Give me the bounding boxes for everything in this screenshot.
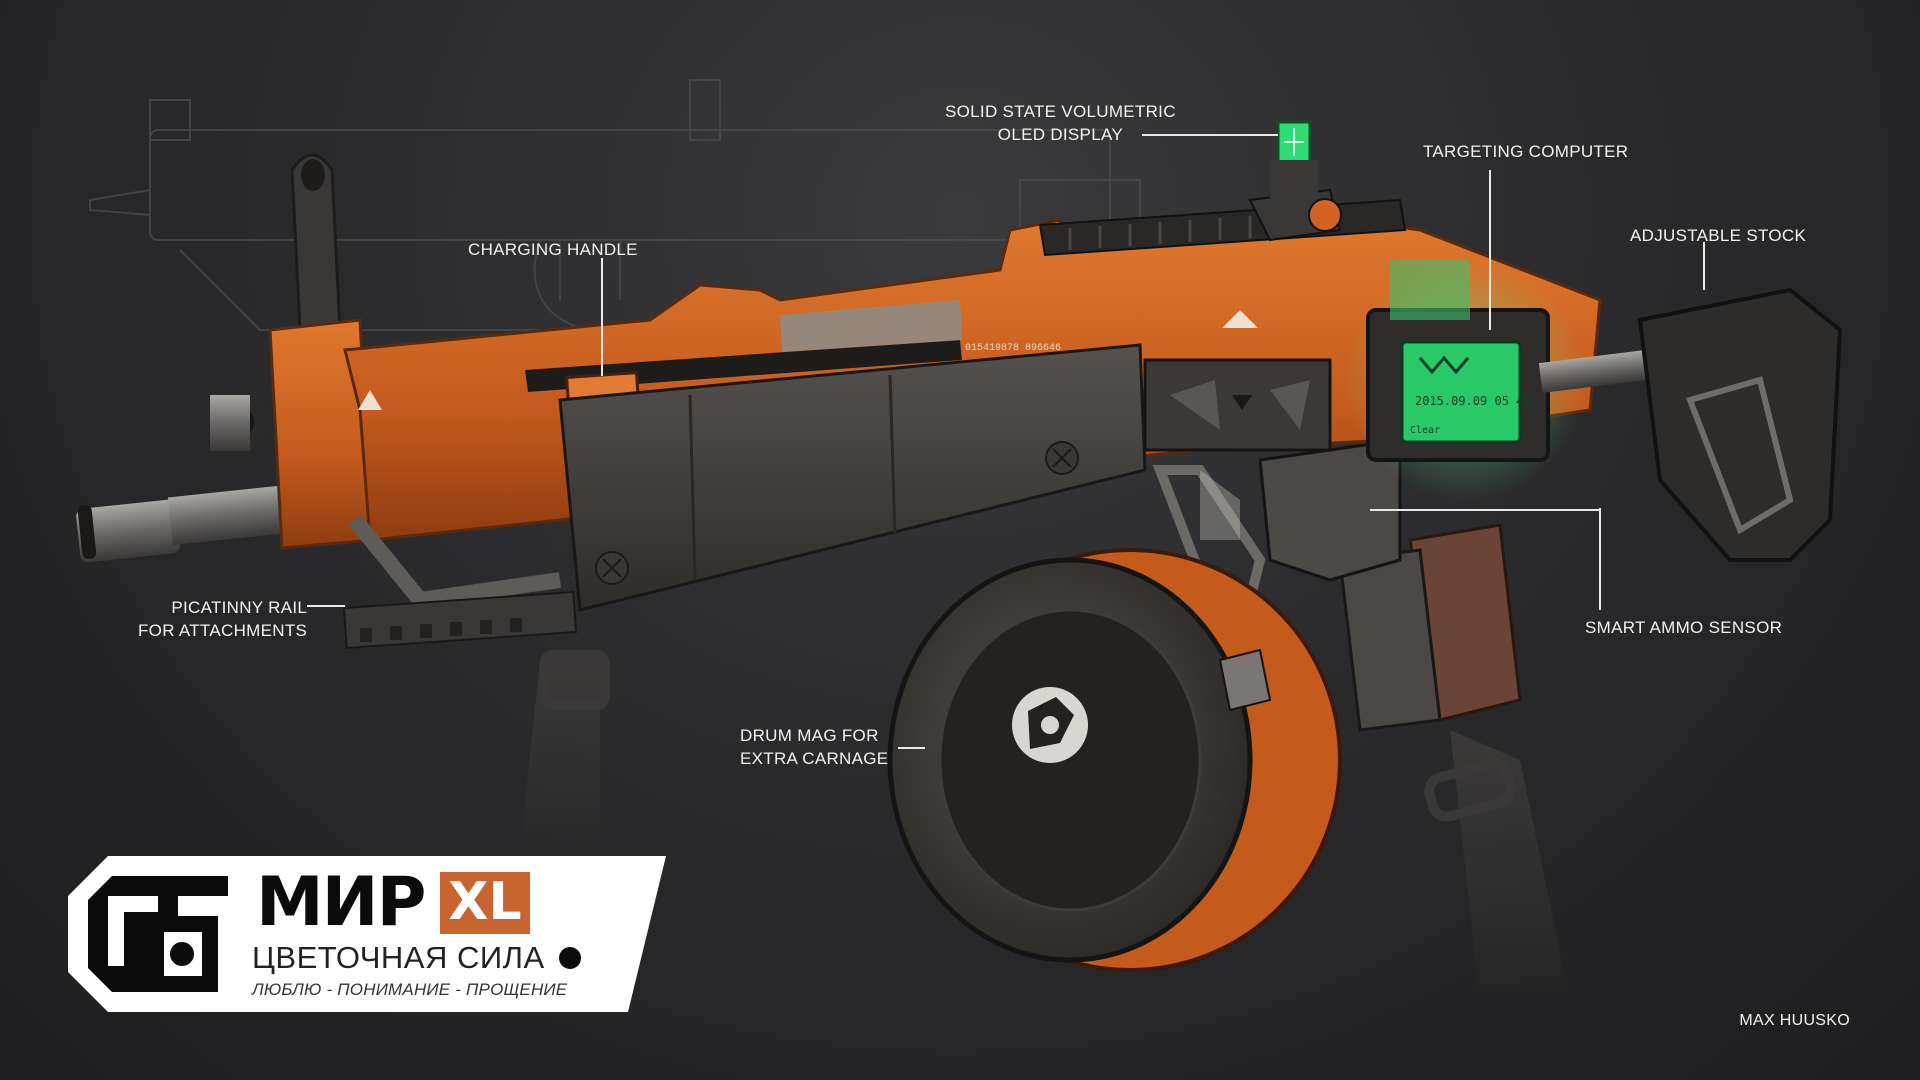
callout-charging-handle: CHARGING HANDLE xyxy=(468,238,638,261)
muzzle-brake xyxy=(76,499,180,563)
callout-targeting-computer: TARGETING COMPUTER xyxy=(1423,140,1628,163)
screen-date: 2015.09.09 05 44 xyxy=(1415,394,1531,408)
rear-sling-clip xyxy=(1424,758,1516,822)
callout-drum-line1: DRUM MAG FOR xyxy=(740,726,879,745)
callout-ammo-line1: SMART AMMO SENSOR xyxy=(1585,618,1783,637)
rear-sling xyxy=(1450,730,1570,1000)
front-sight xyxy=(290,153,342,332)
brand-name-row: МИР XL xyxy=(256,863,530,942)
callout-adjustable-stock: ADJUSTABLE STOCK xyxy=(1630,224,1806,247)
callout-oled-line2: OLED DISPLAY xyxy=(997,125,1123,144)
callout-drum-line2: EXTRA CARNAGE xyxy=(740,749,889,768)
callout-rail-line1: PICATINNY RAIL xyxy=(171,598,308,617)
brand-badge: XL xyxy=(440,872,530,934)
handguard xyxy=(558,343,1147,612)
adjustable-stock xyxy=(1637,287,1843,562)
callout-rail-line2: FOR ATTACHMENTS xyxy=(138,621,308,640)
callout-targeting-line1: TARGETING COMPUTER xyxy=(1423,142,1629,161)
serial-number: 015419878 896646 xyxy=(965,343,1061,354)
drum-logo-icon xyxy=(1012,687,1088,763)
leader-lines xyxy=(307,134,1705,749)
callout-oled-display: SOLID STATE VOLUMETRIC OLED DISPLAY xyxy=(945,100,1176,146)
brand-motto: ЛЮБЛЮ - ПОНИМАНИЕ - ПРОЩЕНИЕ xyxy=(252,980,568,999)
callout-oled-line1: SOLID STATE VOLUMETRIC xyxy=(945,102,1176,121)
front-sling xyxy=(520,660,600,850)
callout-stock-line1: ADJUSTABLE STOCK xyxy=(1630,226,1807,245)
front-sling-clip xyxy=(540,650,610,710)
tagline-dot-icon xyxy=(558,947,581,969)
brand-tagline: ЦВЕТОЧНАЯ СИЛА xyxy=(252,940,581,976)
brand-logo: МИР XL ЦВЕТОЧНАЯ СИЛА ЛЮБЛЮ - ПОНИМАНИЕ … xyxy=(68,856,668,1012)
brand-name: МИР xyxy=(256,863,426,942)
brand-mark-icon xyxy=(88,876,228,992)
barrel xyxy=(167,482,313,546)
callout-charging-line1: CHARGING HANDLE xyxy=(468,240,638,259)
targeting-screen xyxy=(1400,340,1522,444)
callout-smart-ammo-sensor: SMART AMMO SENSOR xyxy=(1585,616,1782,639)
callout-picatinny-rail: PICATINNY RAIL FOR ATTACHMENTS xyxy=(138,596,307,642)
screen-status: Clear xyxy=(1410,425,1440,436)
callout-drum-mag: DRUM MAG FOR EXTRA CARNAGE xyxy=(740,724,888,770)
brand-tagline-text: ЦВЕТОЧНАЯ СИЛА xyxy=(252,940,545,975)
artist-credit: MAX HUUSKO xyxy=(1739,1012,1850,1029)
picatinny-rail xyxy=(342,590,578,650)
